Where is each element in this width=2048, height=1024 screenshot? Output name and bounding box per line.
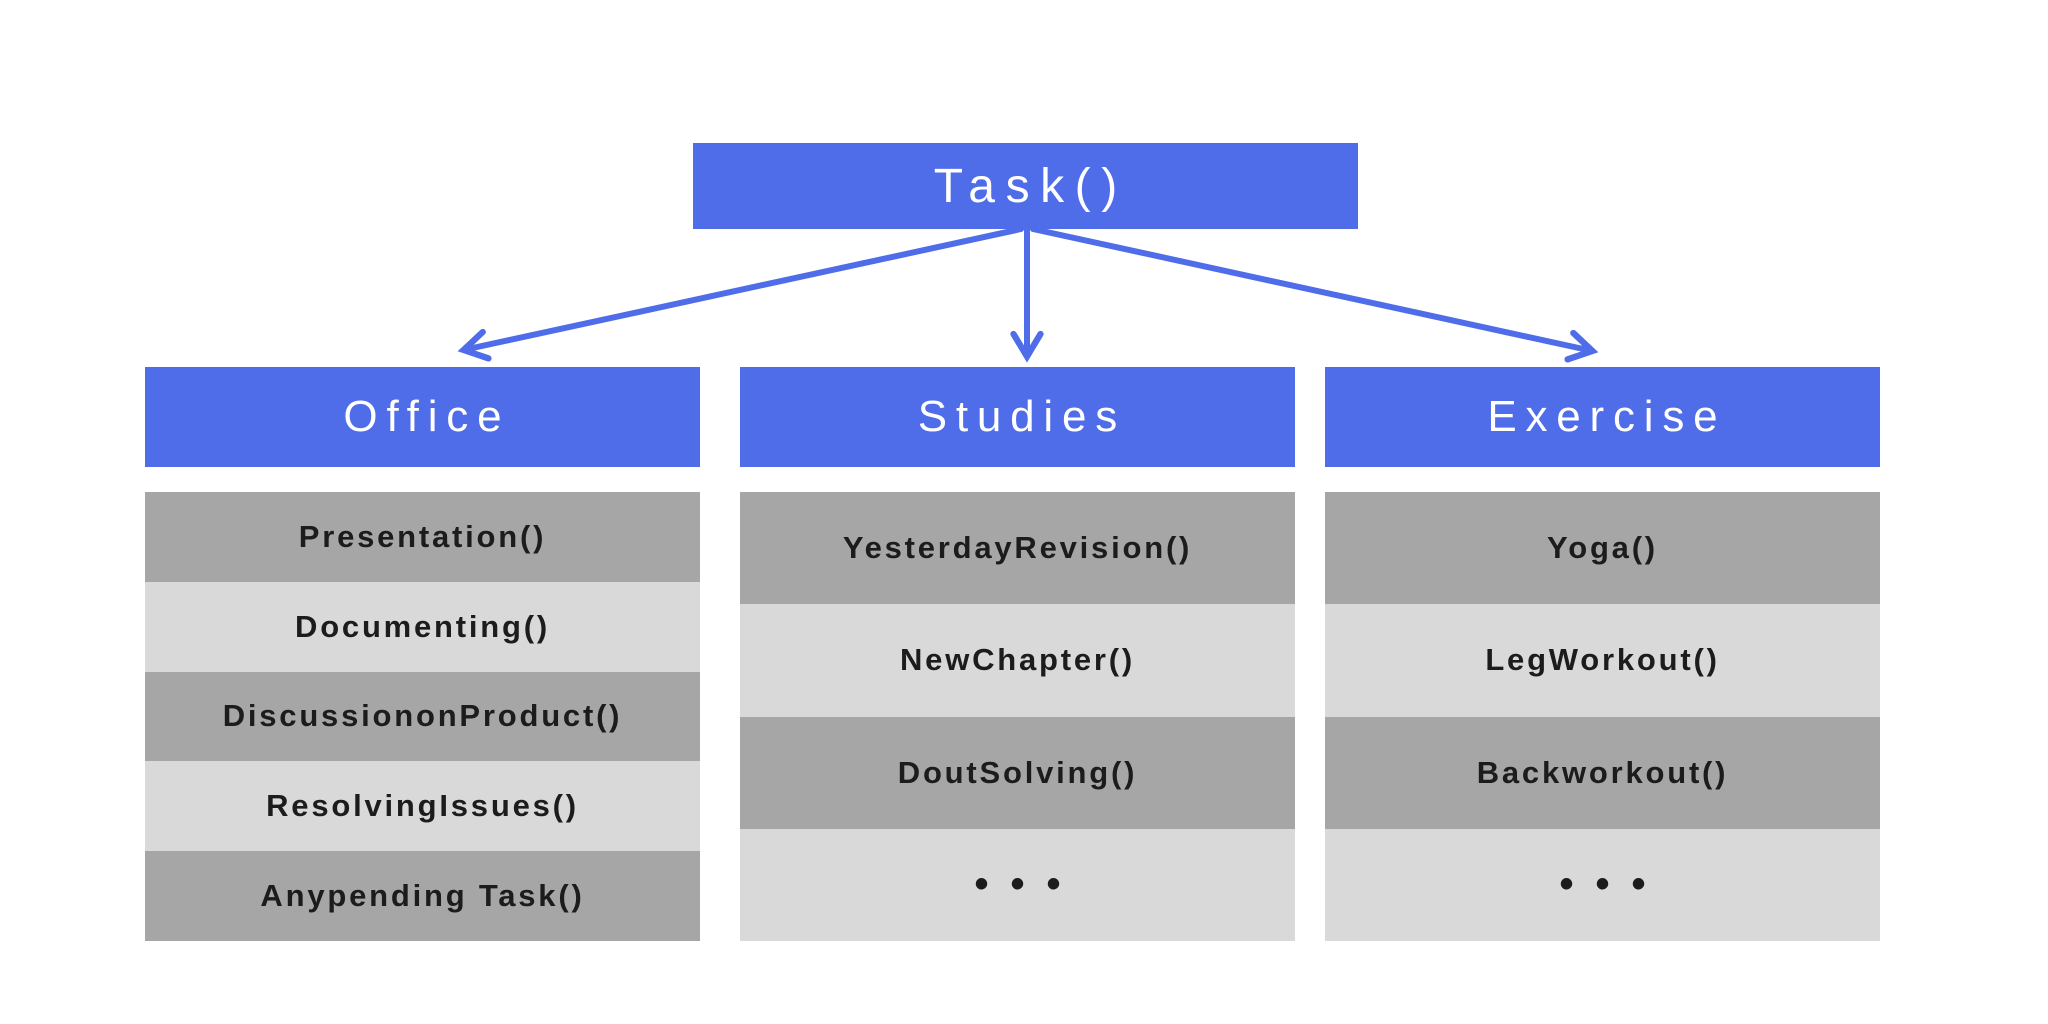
list-item-label: DiscussiononProduct() [222,698,623,734]
list-item-label: Backworkout() [1476,754,1729,790]
list-item: Yoga() [1325,492,1880,605]
arrow-task-to-office [468,226,1024,349]
list-item: LegWorkout() [1325,604,1880,717]
list-item: Presentation() [145,492,700,582]
list-item: Anypending Task() [145,851,700,941]
column-header-label: Exercise [1487,392,1727,441]
list-item-label: ResolvingIssues() [266,788,579,824]
ellipsis-label: ••• [1559,862,1668,907]
column-list-office: Presentation() Documenting() Discussiono… [145,492,700,941]
list-item-label: Yoga() [1547,530,1658,566]
arrow-task-to-exercise [1030,226,1588,350]
list-item: DoutSolving() [740,716,1295,829]
column-exercise: Exercise Yoga() LegWorkout() Backworkout… [1325,367,1880,941]
column-studies: Studies YesterdayRevision() NewChapter()… [740,367,1295,941]
column-list-exercise: Yoga() LegWorkout() Backworkout() ••• [1325,492,1880,941]
node-task: Task() [693,143,1358,229]
list-item-label: Anypending Task() [260,878,585,914]
node-task-label: Task() [933,159,1128,213]
list-item: Documenting() [145,581,700,672]
list-item-label: LegWorkout() [1485,642,1720,678]
column-header-label: Office [343,392,511,441]
ellipsis-label: ••• [974,862,1083,907]
list-item-label: NewChapter() [900,642,1135,678]
column-list-studies: YesterdayRevision() NewChapter() DoutSol… [740,492,1295,941]
list-item-label: YesterdayRevision() [842,530,1193,566]
list-item-label: Documenting() [295,608,550,644]
list-item: Backworkout() [1325,716,1880,829]
column-header-label: Studies [917,392,1127,441]
list-item-ellipsis: ••• [1325,828,1880,941]
list-item-ellipsis: ••• [740,828,1295,941]
column-header-studies: Studies [740,367,1295,467]
column-office: Office Presentation() Documenting() Disc… [145,367,700,941]
list-item-label: Presentation() [298,518,547,554]
column-header-exercise: Exercise [1325,367,1880,467]
column-header-office: Office [145,367,700,467]
list-item: ResolvingIssues() [145,761,700,852]
list-item: NewChapter() [740,604,1295,717]
list-item-label: DoutSolving() [897,754,1138,790]
list-item: DiscussiononProduct() [145,671,700,762]
list-item: YesterdayRevision() [740,492,1295,605]
